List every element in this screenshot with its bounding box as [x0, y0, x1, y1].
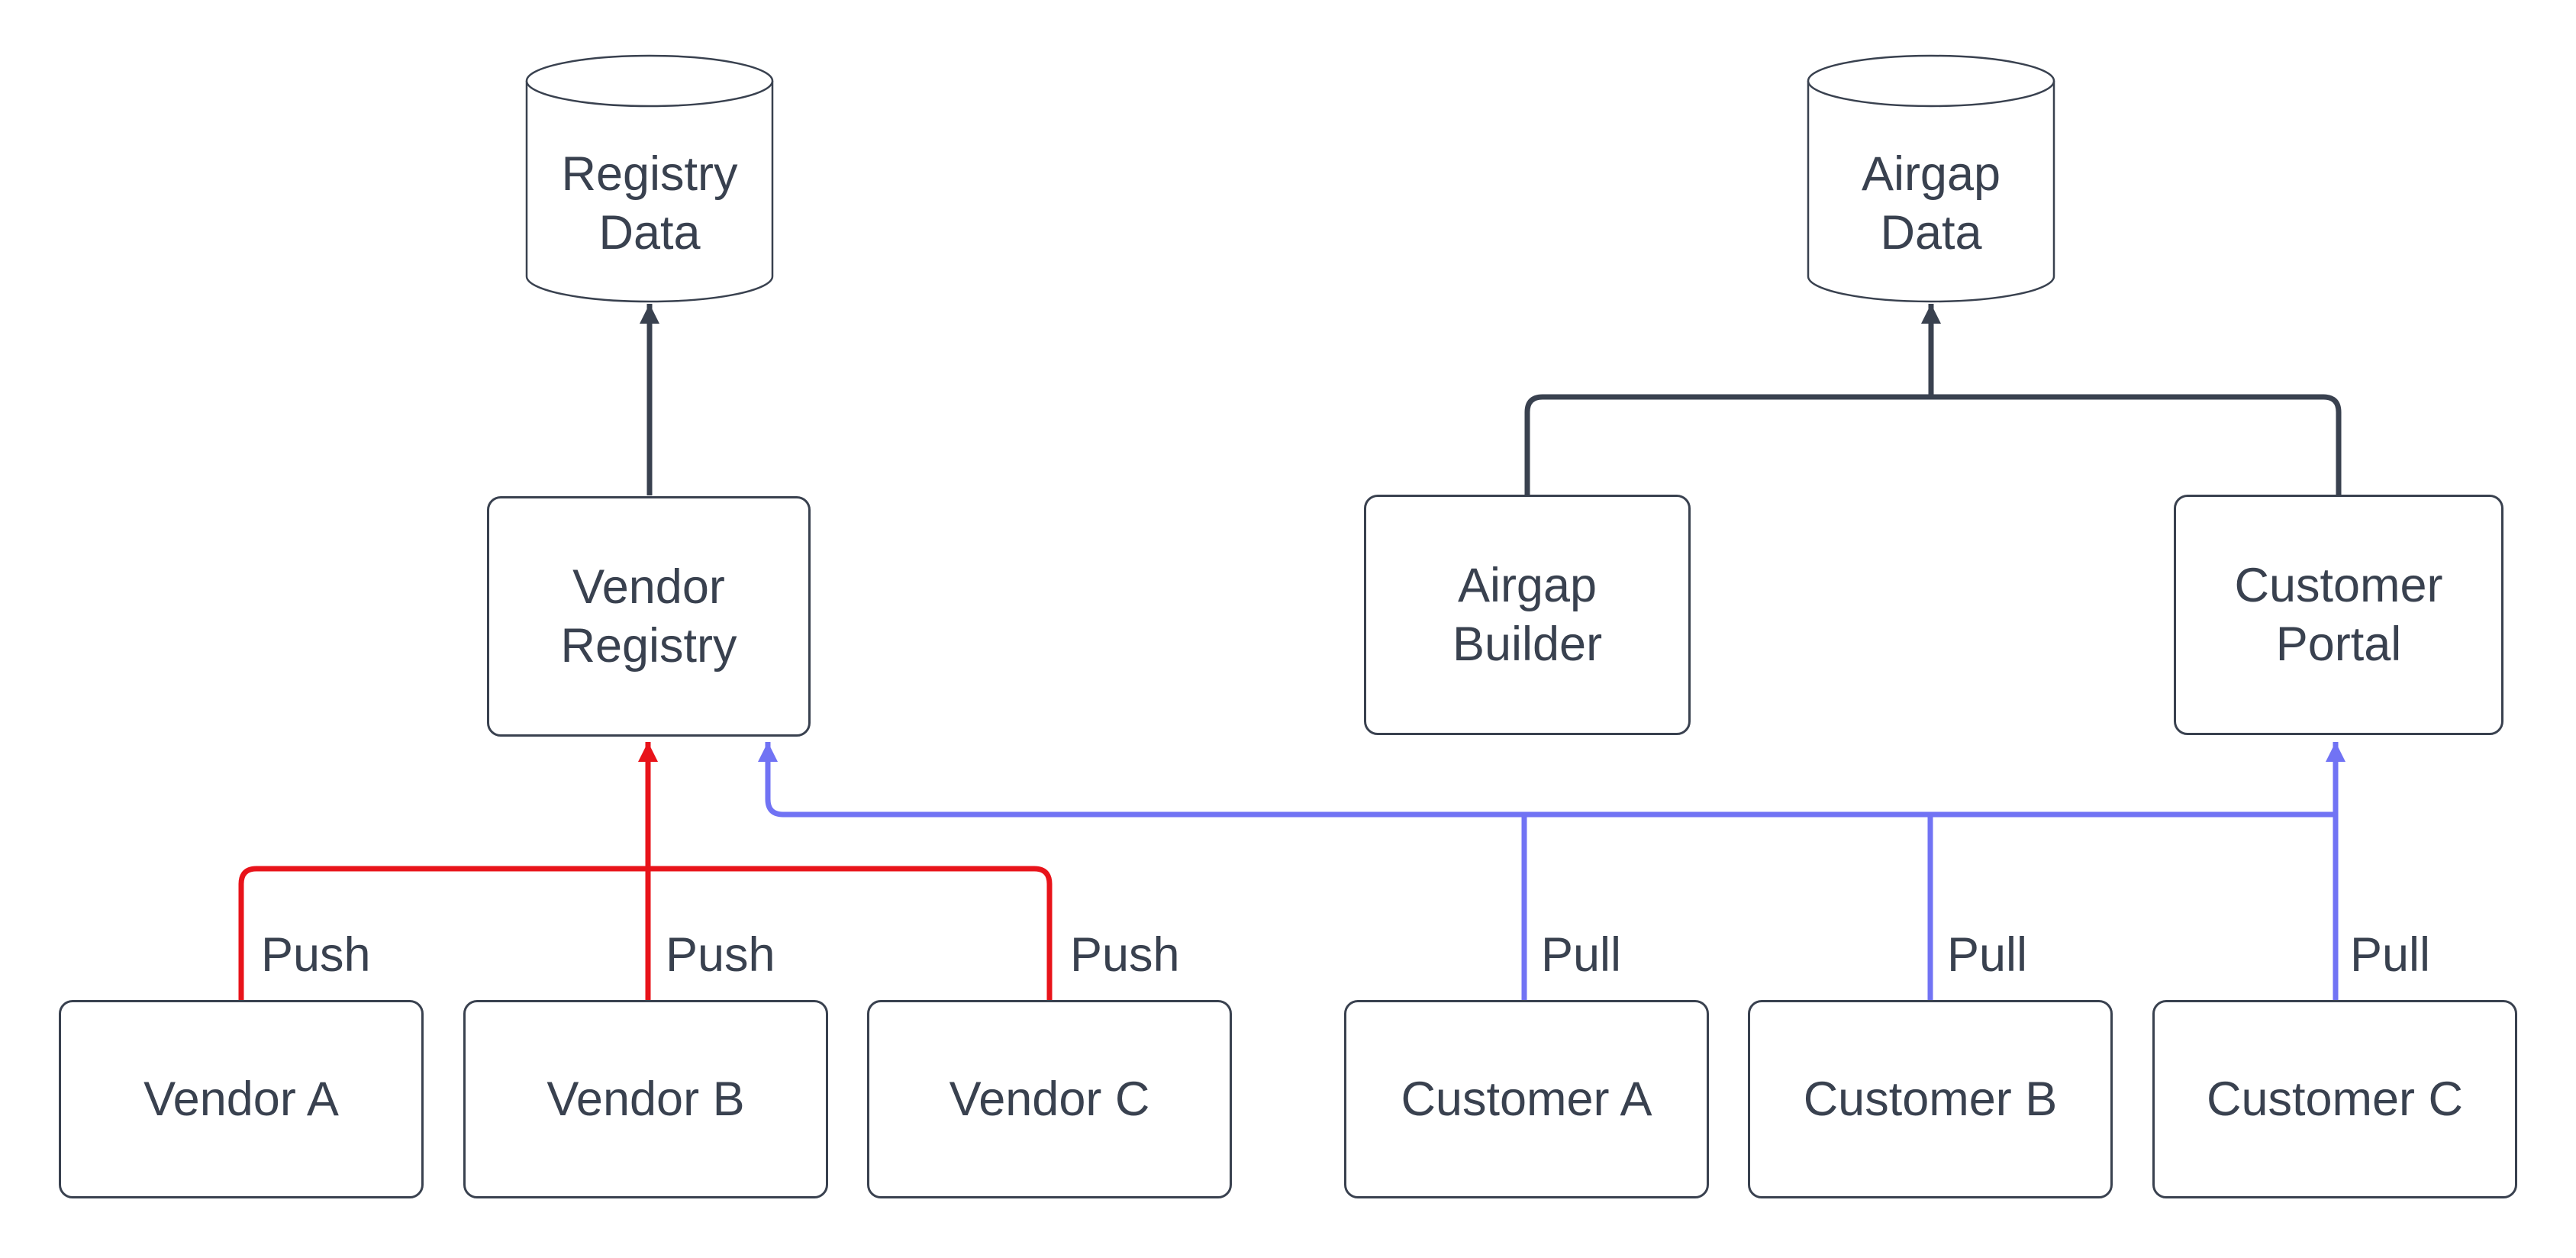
edge-airgap-builder-customer-portal-branch: [1524, 394, 2342, 496]
node-customer-c: Customer C: [2152, 1000, 2517, 1198]
registry-data-cylinder: [525, 54, 774, 303]
edge-label-push-vendor-a: Push: [261, 928, 371, 982]
node-vendor-c: Vendor C: [867, 1000, 1232, 1198]
node-vendor-b: Vendor B: [463, 1000, 828, 1198]
edge-label-pull-customer-a: Pull: [1541, 928, 1622, 982]
edge-vendor-c-push: [648, 866, 1053, 1000]
edge-label-push-vendor-b: Push: [666, 928, 775, 982]
registry-data-cylinder-body: [525, 81, 774, 303]
node-customer-portal: Customer Portal: [2174, 495, 2503, 735]
edge-label-pull-customer-b: Pull: [1947, 928, 2028, 982]
airgap-data-cylinder-top: [1807, 54, 2055, 108]
registry-data-cylinder-top: [525, 54, 774, 108]
edge-pull-trunk-to-vendor-registry: [758, 742, 2336, 818]
node-customer-b: Customer B: [1748, 1000, 2113, 1198]
airgap-data-cylinder: [1807, 54, 2055, 303]
edge-vendor-a-push: [238, 866, 648, 1000]
node-vendor-registry: Vendor Registry: [487, 496, 811, 737]
edge-label-push-vendor-c: Push: [1070, 928, 1180, 982]
airgap-data-cylinder-body: [1807, 81, 2055, 303]
registry-data-label: Registry Data: [561, 147, 738, 260]
edge-label-pull-customer-c: Pull: [2350, 928, 2431, 982]
node-customer-a: Customer A: [1344, 1000, 1709, 1198]
airgap-data-label: Airgap Data: [1861, 147, 2001, 260]
node-airgap-builder: Airgap Builder: [1364, 495, 1691, 735]
node-vendor-a: Vendor A: [59, 1000, 424, 1198]
